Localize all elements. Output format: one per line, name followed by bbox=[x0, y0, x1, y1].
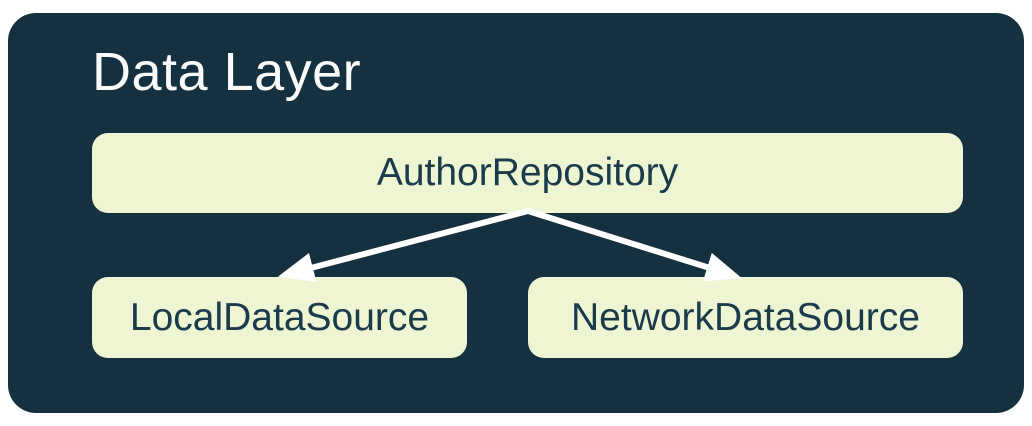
node-network-data-source: NetworkDataSource bbox=[528, 277, 963, 358]
node-author-repository: AuthorRepository bbox=[92, 133, 963, 213]
node-author-repository-label: AuthorRepository bbox=[376, 151, 679, 194]
node-local-data-source-label: LocalDataSource bbox=[129, 295, 430, 339]
diagram-title: Data Layer bbox=[92, 42, 362, 102]
node-network-data-source-label: NetworkDataSource bbox=[571, 295, 920, 339]
node-local-data-source: LocalDataSource bbox=[92, 277, 467, 358]
